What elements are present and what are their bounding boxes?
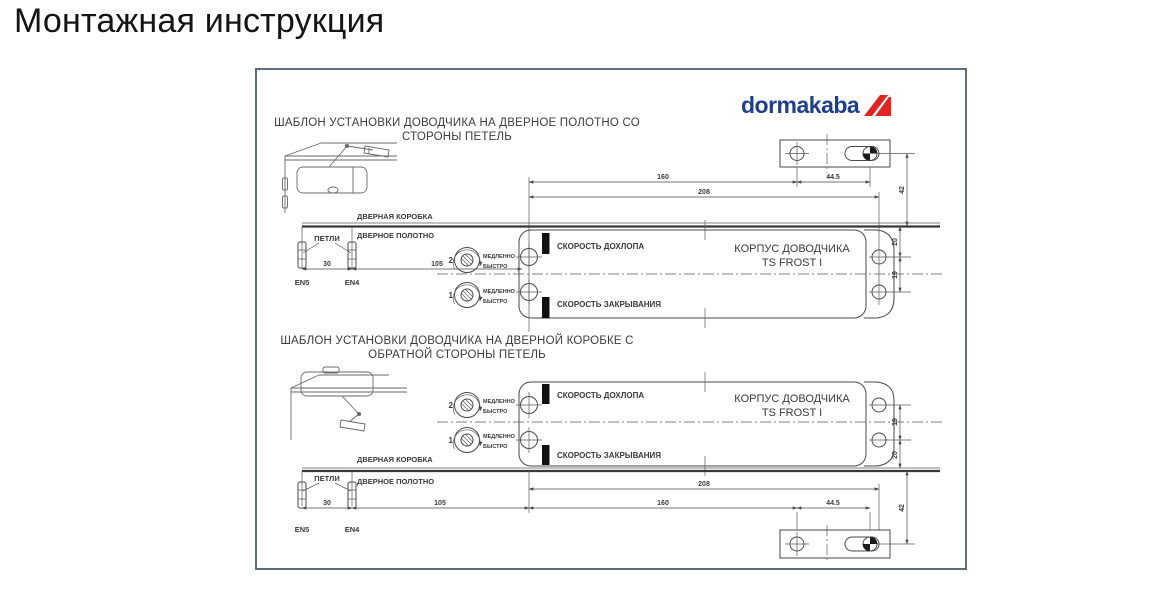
slow-label-2a: МЕДЛЕННО — [483, 399, 516, 405]
page-title: Монтажная инструкция — [14, 2, 385, 40]
isometric-door-leaf-illustration — [282, 142, 397, 213]
body-name-2: КОРПУС ДОВОДЧИКА — [734, 393, 850, 405]
valve-2-dial-1 — [452, 247, 483, 273]
valve-1-dial-1 — [452, 282, 483, 308]
latch-speed-mark — [542, 233, 550, 254]
dim-105-2: 105 — [434, 500, 446, 507]
body-name-1: КОРПУС ДОВОДЧИКА — [734, 243, 850, 255]
mounting-plate-bottom — [779, 525, 915, 563]
section2-title-line1: ШАБЛОН УСТАНОВКИ ДОВОДЧИКА НА ДВЕРНОЙ КО… — [280, 335, 634, 347]
door-frame-lines-1 — [302, 222, 940, 228]
section2-title-line2: ОБРАТНОЙ СТОРОНЫ ПЕТЕЛЬ — [368, 349, 546, 361]
slow-label-2b: МЕДЛЕННО — [483, 434, 516, 440]
valve2-number-1: 2 — [449, 256, 454, 265]
closer-body-2 — [437, 372, 942, 476]
door-leaf-label-1: ДВЕРНОЕ ПОЛОТНО — [357, 231, 434, 240]
dim-44-5-2: 44.5 — [826, 500, 840, 507]
dim-42-2: 42 — [899, 504, 906, 512]
dormakaba-mark-icon — [864, 95, 892, 116]
dim-19-2: 19 — [892, 418, 899, 426]
dim-44-5: 44.5 — [826, 174, 840, 181]
instruction-panel: ШАБЛОН УСТАНОВКИ ДОВОДЧИКА НА ДВЕРНОЕ ПО… — [255, 68, 967, 570]
right-hole-dims-1: 20 19 — [888, 226, 911, 293]
closer-body-1 — [437, 220, 942, 328]
closing-speed-label-2: СКОРОСТЬ ЗАКРЫВАНИЯ — [557, 451, 661, 460]
dormakaba-wordmark: dormakaba — [741, 92, 860, 118]
section1-title: ШАБЛОН УСТАНОВКИ ДОВОДЧИКА НА ДВЕРНОЕ ПО… — [249, 116, 665, 144]
dim-105-1: 105 — [431, 261, 443, 268]
door-frame-lines-2 — [302, 467, 940, 473]
dim-30-2: 30 — [323, 500, 331, 507]
en5-label-2: EN5 — [295, 525, 310, 534]
section1-drawing: 160 44.5 208 42 ДВЕРНАЯ КОРОБКА ДВЕРНОЕ … — [282, 134, 942, 332]
dim-19-1: 19 — [892, 271, 899, 279]
dim-20-1: 20 — [892, 238, 899, 246]
dim-42: 42 — [899, 186, 906, 194]
valve-1-dial-2 — [452, 427, 483, 453]
datum-target-icon — [862, 146, 878, 161]
en4-label-2: EN4 — [345, 525, 360, 534]
technical-drawing: 160 44.5 208 42 ДВЕРНАЯ КОРОБКА ДВЕРНОЕ … — [282, 134, 942, 563]
body-model-1: TS FROST I — [762, 257, 822, 269]
dormakaba-logo: dormakaba — [741, 92, 892, 119]
section2-drawing: СКОРОСТЬ ДОХЛОПА СКОРОСТЬ ЗАКРЫВАНИЯ КОР… — [290, 366, 942, 563]
door-frame-label-2: ДВЕРНАЯ КОРОБКА — [357, 455, 433, 464]
slow-label-1a: МЕДЛЕННО — [483, 254, 516, 260]
fast-label-2b: БЫСТРО — [483, 444, 508, 450]
door-leaf-label-2: ДВЕРНОЕ ПОЛОТНО — [357, 477, 434, 486]
section2-dimensions: 208 30 105 160 44.5 42 — [301, 470, 909, 545]
datum-target-icon-2 — [862, 536, 878, 552]
en5-label-1: EN5 — [295, 278, 310, 287]
dim-208: 208 — [698, 189, 710, 196]
latch-speed-label-1: СКОРОСТЬ ДОХЛОПА — [557, 242, 644, 251]
en4-label-1: EN4 — [345, 278, 360, 287]
valve-2-dial-2 — [452, 392, 483, 418]
closing-speed-label-1: СКОРОСТЬ ЗАКРЫВАНИЯ — [557, 300, 661, 309]
closing-speed-mark — [542, 297, 550, 318]
section2-title: ШАБЛОН УСТАНОВКИ ДОВОДЧИКА НА ДВЕРНОЙ КО… — [249, 334, 665, 362]
body-model-2: TS FROST I — [762, 407, 822, 419]
latch-speed-label-2: СКОРОСТЬ ДОХЛОПА — [557, 391, 644, 400]
mounting-plate-top — [779, 134, 915, 173]
dim-160: 160 — [657, 174, 669, 181]
fast-label-1a: БЫСТРО — [483, 264, 508, 270]
valve2-number-2: 2 — [449, 401, 454, 410]
closing-speed-mark-2 — [542, 445, 550, 465]
door-frame-label-1: ДВЕРНАЯ КОРОБКА — [357, 212, 433, 221]
dim-208-2: 208 — [698, 481, 710, 488]
hinges-label-2: ПЕТЛИ — [314, 474, 339, 483]
right-hole-dims-2: 19 20 — [888, 404, 911, 469]
fast-label-1b: БЫСТРО — [483, 299, 508, 305]
valve1-number-2: 1 — [449, 436, 454, 445]
section1-title-line1: ШАБЛОН УСТАНОВКИ ДОВОДЧИКА НА ДВЕРНОЕ ПО… — [274, 117, 640, 129]
dim-30-1: 30 — [323, 261, 331, 268]
section1-dimensions: 160 44.5 208 42 — [528, 153, 909, 332]
hinges-label-1: ПЕТЛИ — [314, 234, 339, 243]
latch-speed-mark-2 — [542, 384, 550, 404]
section1-title-line2: СТОРОНЫ ПЕТЕЛЬ — [402, 131, 512, 143]
dim-20-2: 20 — [892, 451, 899, 459]
isometric-door-frame-illustration — [290, 366, 407, 440]
slow-label-1b: МЕДЛЕННО — [483, 289, 516, 295]
fast-label-2a: БЫСТРО — [483, 409, 508, 415]
valve1-number-1: 1 — [449, 291, 454, 300]
dim-160-2: 160 — [657, 500, 669, 507]
